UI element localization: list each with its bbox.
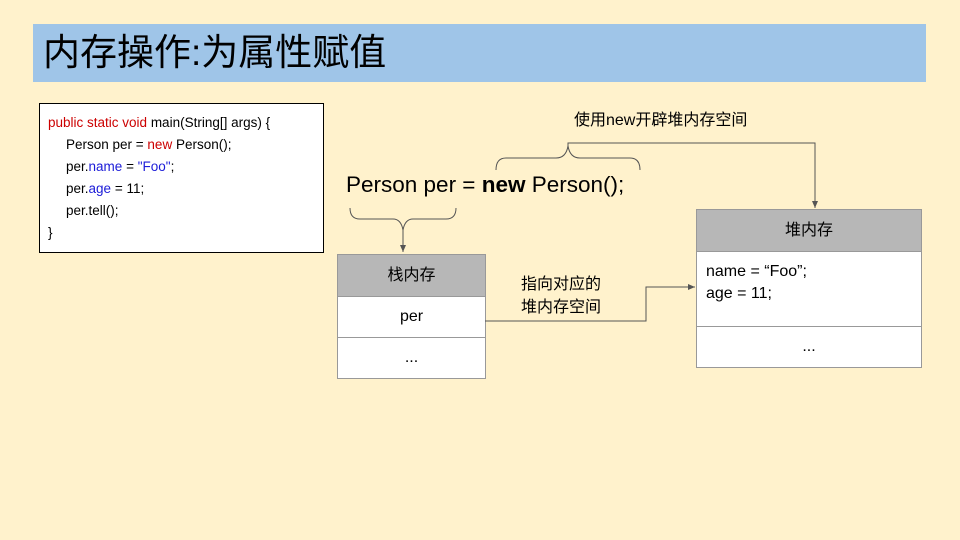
code-text: per.: [66, 159, 89, 174]
code-keyword: new: [147, 137, 173, 152]
pointer-label-line2: 堆内存空间: [521, 299, 602, 316]
code-text: Person per =: [66, 137, 148, 152]
code-line-6: }: [48, 225, 53, 240]
heap-cell-ellipsis: ...: [802, 338, 816, 355]
heap-memory-box: 堆内存 name = “Foo”; age = 11; ...: [696, 209, 922, 368]
statement-left: Person per =: [346, 172, 482, 197]
brace-per: [349, 207, 457, 231]
code-text: Person();: [172, 137, 232, 152]
new-heap-label: 使用new开辟堆内存空间: [574, 112, 748, 129]
code-string: "Foo": [137, 159, 171, 174]
brace-new: [495, 145, 641, 171]
arrow-to-heap: [567, 142, 818, 208]
code-line-4: per.age = 11;: [66, 180, 144, 198]
divider: [338, 337, 485, 338]
statement-keyword: new: [481, 172, 526, 197]
statement-right: Person();: [525, 172, 625, 197]
stack-memory-box: 栈内存 per ...: [337, 254, 486, 379]
divider: [697, 326, 921, 327]
code-text: = 11;: [111, 181, 145, 196]
divider: [338, 296, 485, 297]
heap-header: 堆内存: [697, 210, 921, 251]
code-line-1: public static void main(String[] args) {: [48, 114, 270, 132]
stack-cell-ellipsis: ...: [404, 349, 419, 366]
code-text: =: [122, 159, 138, 174]
title-bar: 内存操作:为属性赋值: [33, 24, 926, 82]
stack-cell-per: per: [399, 308, 424, 325]
stack-header: 栈内存: [338, 255, 485, 296]
code-field: name: [88, 159, 123, 174]
code-text: ;: [170, 159, 175, 174]
code-text: main(String[] args) {: [147, 115, 271, 130]
page-title: 内存操作:为属性赋值: [43, 32, 387, 73]
code-line-5: per.tell();: [66, 203, 119, 218]
arrow-per-to-heap: [485, 284, 695, 322]
heap-field-name: name = “Foo”;: [706, 263, 807, 280]
code-line-3: per.name = "Foo";: [66, 158, 174, 176]
code-line-2: Person per = new Person();: [66, 136, 231, 154]
divider: [697, 251, 921, 252]
code-text: per.: [66, 181, 89, 196]
pointer-label-line1: 指向对应的: [521, 276, 602, 293]
statement: Person per = new Person();: [346, 170, 624, 200]
code-keyword: public static void: [48, 115, 148, 130]
code-box: public static void main(String[] args) {…: [39, 103, 324, 253]
heap-field-age: age = 11;: [706, 285, 772, 302]
code-field: age: [88, 181, 112, 196]
